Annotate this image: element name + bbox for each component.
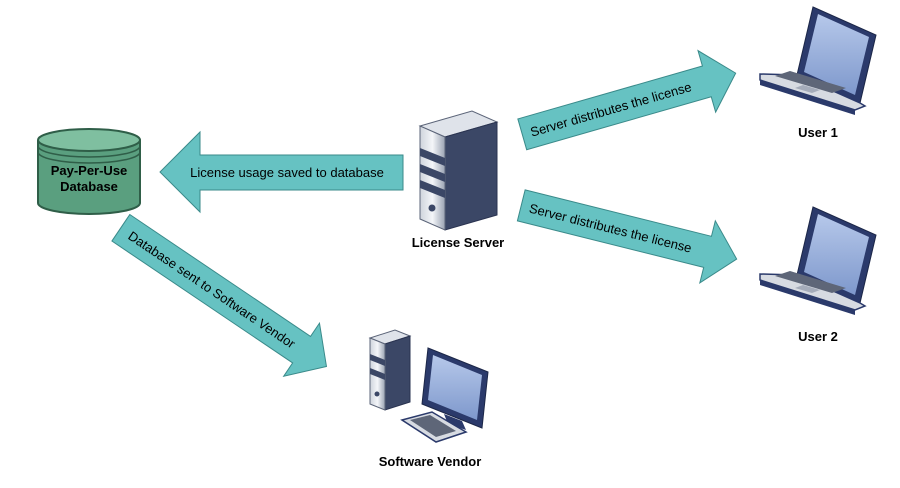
software-vendor-workstation-icon: Software Vendor bbox=[368, 329, 489, 469]
arrow-database-to-vendor: Database sent to Software Vendor bbox=[111, 213, 328, 377]
software-vendor-label: Software Vendor bbox=[379, 454, 482, 469]
database-label-line1: Pay-Per-Use bbox=[51, 163, 128, 178]
arrow-label-to-vendor: Database sent to Software Vendor bbox=[125, 228, 298, 352]
user2-label: User 2 bbox=[798, 329, 838, 344]
pay-per-use-database: Pay-Per-Use Database bbox=[37, 128, 141, 215]
arrow-server-to-user2: Server distributes the license bbox=[516, 189, 738, 284]
arrow-license-usage-to-database: License usage saved to database bbox=[159, 130, 404, 214]
arrow-label-to-database: License usage saved to database bbox=[190, 165, 384, 180]
user1-laptop-icon: User 1 bbox=[759, 6, 877, 140]
license-server-label: License Server bbox=[412, 235, 505, 250]
user1-label: User 1 bbox=[798, 125, 838, 140]
database-label-line2: Database bbox=[60, 179, 118, 194]
license-server-icon: License Server bbox=[412, 110, 505, 250]
user2-laptop-icon bbox=[759, 206, 877, 315]
arrow-server-to-user1: Server distributes the license bbox=[517, 49, 737, 151]
